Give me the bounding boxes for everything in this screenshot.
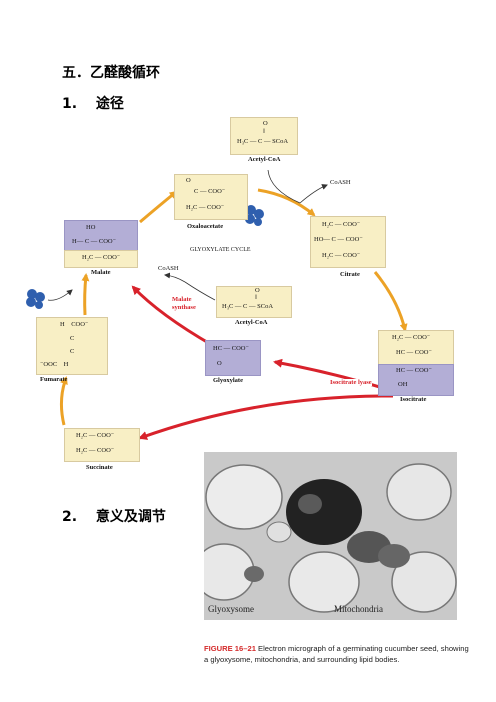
oxaloacetate-line1: O — [186, 177, 191, 184]
acetyl-coa-mid-bond: ‖ — [255, 294, 257, 301]
fumarate-line3: C — [70, 348, 75, 355]
citrate-line1: H₂C — COO⁻ — [322, 221, 361, 228]
section-heading: 五．乙醛酸循环 — [62, 65, 160, 81]
isocitrate-line2: HC — COO⁻ — [396, 349, 432, 356]
acetyl-coa-top-formula: H₃C — C — SCoA — [237, 138, 289, 145]
cofactor-blob-left — [26, 289, 45, 309]
oxaloacetate-line3: H₂C — COO⁻ — [186, 204, 225, 211]
acetyl-coa-top-label: Acetyl-CoA — [248, 156, 281, 163]
citrate-label: Citrate — [340, 271, 360, 278]
arrow-glyoxylate-to-malate — [131, 285, 213, 347]
malate-box-top — [64, 220, 138, 252]
figure-caption: FIGURE 16–21 Electron micrograph of a ge… — [204, 643, 474, 665]
fumarate-line1: H COO⁻ — [60, 321, 89, 328]
subheading-pathway: 1. 途径 — [62, 96, 124, 112]
arrow-isocitrate-to-glyoxylate — [273, 358, 391, 392]
arrow-succinate-to-fumarate — [59, 376, 68, 426]
isocitrate-line1: H₂C — COO⁻ — [392, 334, 431, 341]
glyoxylate-line2: O — [217, 360, 222, 367]
glyoxysome-label: Glyoxysome — [208, 604, 254, 614]
acetyl-coa-top-bond: ‖ — [263, 128, 265, 135]
citrate-line3: H₂C — COO⁻ — [322, 252, 361, 259]
arrow-acetylcoa-mid-in — [184, 281, 216, 301]
succinate-line1: H₂C — COO⁻ — [76, 432, 115, 439]
acetyl-coa-mid-formula: H₃C — C — SCoA — [222, 303, 274, 310]
citrate-box — [310, 216, 386, 268]
succinate-box — [64, 428, 140, 462]
fumarate-line2: C — [70, 335, 75, 342]
caption-number: FIGURE 16–21 — [204, 644, 256, 653]
acetyl-coa-top-o: O — [263, 120, 268, 127]
malate-line1: HO — [86, 224, 96, 231]
oxaloacetate-box — [174, 174, 248, 220]
glyoxylate-box — [205, 340, 261, 376]
arrow-citrate-to-isocitrate — [373, 271, 408, 332]
fumarate-box — [36, 317, 108, 375]
arrow-acetylcoa-in — [267, 169, 301, 204]
cycle-title: GLYOXYLATE CYCLE — [190, 247, 251, 253]
arrow-coash-out — [299, 184, 328, 204]
isocitrate-box-bottom — [378, 364, 454, 396]
oxaloacetate-line2: C — COO⁻ — [194, 188, 226, 195]
malate-synthase-label: Malate synthase — [172, 296, 196, 311]
mitochondria-label: Mitochondria — [334, 604, 383, 614]
arrow-isocitrate-to-succinate — [138, 394, 394, 440]
acetyl-coa-top-box — [230, 117, 298, 155]
fumarate-label: Fumarate — [40, 376, 68, 383]
succinate-line2: H₂C — COO⁻ — [76, 447, 115, 454]
acetyl-coa-mid-label: Acetyl-CoA — [235, 319, 268, 326]
oxaloacetate-label: Oxaloacetate — [187, 223, 224, 230]
malate-label: Malate — [91, 269, 111, 276]
glyoxylate-label: Glyoxylate — [213, 377, 243, 384]
citrate-line2: HO— C — COO⁻ — [314, 236, 363, 243]
caption-text: Electron micrograph of a germinating cuc… — [204, 644, 469, 664]
isocitrate-label: Isocitrate — [400, 396, 427, 403]
isocitrate-line4: OH — [398, 381, 408, 388]
electron-micrograph: Glyoxysome Mitochondria — [204, 452, 457, 620]
malate-line2: H— C — COO⁻ — [72, 238, 117, 245]
arrow-oxaloacetate-to-citrate — [257, 188, 316, 217]
malate-line3: H₂C — COO⁻ — [82, 254, 121, 261]
arrow-fumarate-to-malate — [81, 273, 90, 316]
isocitrate-line3: HC — COO⁻ — [396, 367, 432, 374]
arrow-nad-malate — [47, 289, 73, 301]
fumarate-line4: ⁻OOC H — [40, 361, 69, 368]
succinate-label: Succinate — [86, 464, 113, 471]
acetyl-coa-mid-o: O — [255, 287, 260, 294]
acetyl-coa-mid-box — [216, 286, 292, 318]
isocitrate-lyase-label: Isocitrate lyase — [330, 379, 372, 386]
arrow-malate-to-oxaloacetate — [139, 190, 178, 224]
arrow-coash-left-out — [164, 272, 186, 283]
malate-box-bottom — [64, 250, 138, 268]
coash-right: CoASH — [330, 179, 351, 186]
glyoxylate-line1: HC — COO⁻ — [213, 345, 249, 352]
subheading-significance: 2. 意义及调节 — [62, 509, 166, 525]
coash-left: CoASH — [158, 265, 179, 272]
